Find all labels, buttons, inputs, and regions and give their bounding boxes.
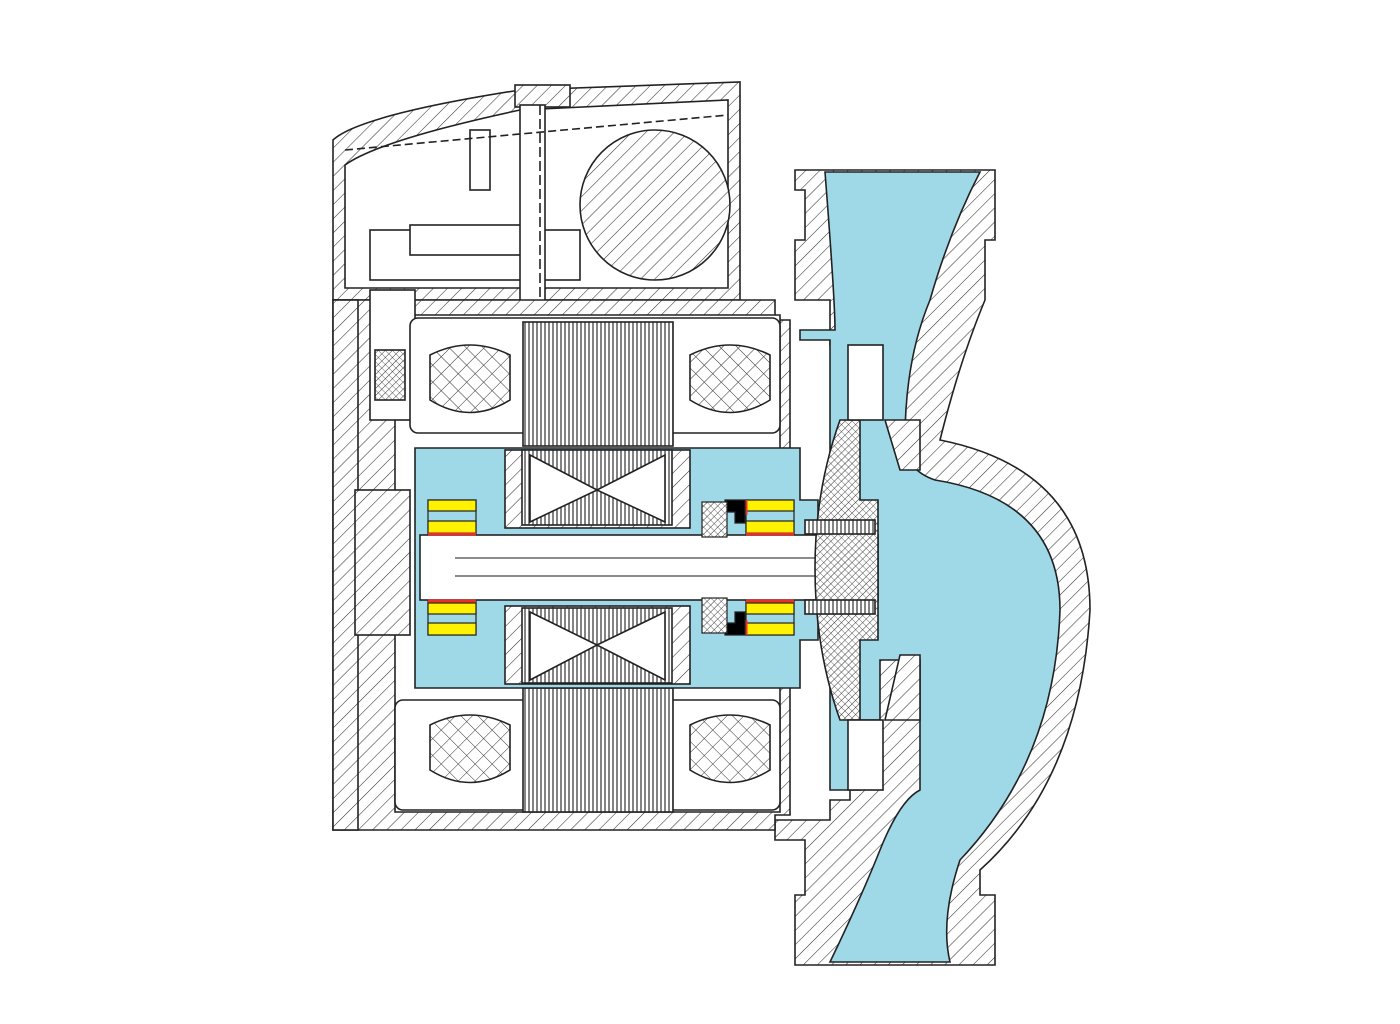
shaft (419, 534, 879, 601)
bearing-rear-top (427, 499, 477, 536)
stator-bottom (394, 687, 781, 813)
bearing-front-top (744, 499, 795, 536)
capacitor (579, 129, 731, 281)
rotor (504, 449, 691, 685)
impeller (804, 344, 921, 791)
bearings (427, 499, 795, 636)
bearing-rear-bottom (427, 599, 477, 636)
terminal-box (332, 81, 741, 336)
stator-laminations-top (522, 321, 674, 447)
bearing-front-bottom (744, 599, 795, 636)
stator-top (409, 317, 781, 447)
stator-laminations-bottom (522, 687, 674, 813)
